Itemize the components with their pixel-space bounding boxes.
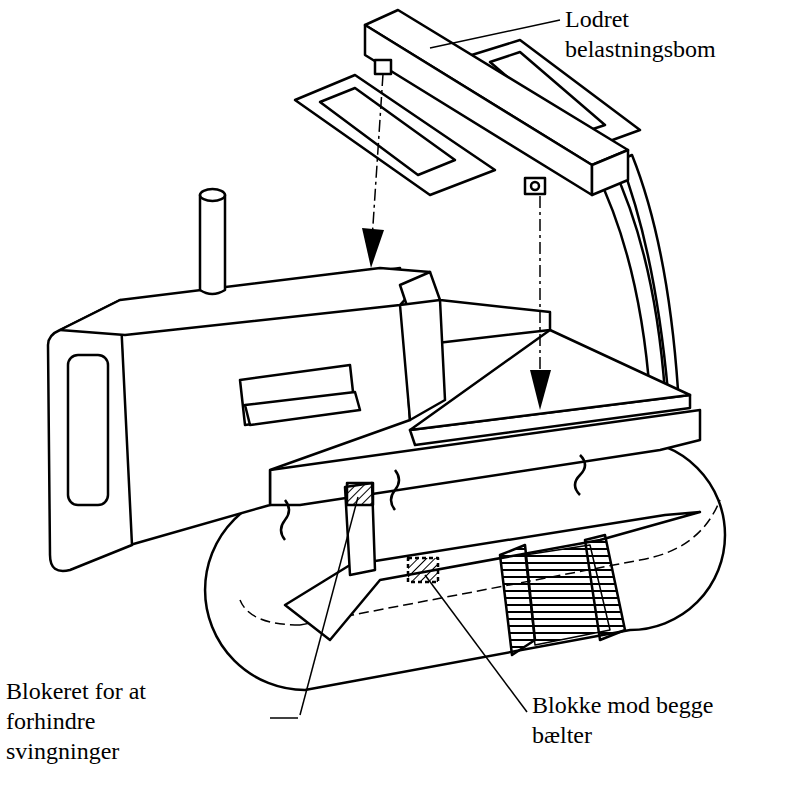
leader-line xyxy=(425,575,527,712)
exhaust-pipe xyxy=(200,195,225,294)
boom-hanger xyxy=(525,178,545,194)
callout-label: Blokke mod begge bælter xyxy=(530,690,754,750)
leader-line xyxy=(270,717,298,719)
exhaust-top xyxy=(200,189,225,201)
cab-column xyxy=(400,300,445,420)
load-line xyxy=(372,74,383,240)
load-arrowhead xyxy=(362,228,384,268)
load-boom-end xyxy=(592,150,628,195)
support-beam xyxy=(620,155,678,392)
load-boom-front xyxy=(365,25,592,195)
load-arrowhead xyxy=(530,370,551,410)
oscillation-block-hatch xyxy=(347,483,373,505)
break-line xyxy=(281,455,585,540)
leader-line xyxy=(430,20,560,48)
boom-pin xyxy=(531,182,539,190)
platform-top xyxy=(410,330,690,430)
engine-step-face xyxy=(245,392,360,425)
load-line xyxy=(539,196,541,385)
track-block xyxy=(408,558,438,582)
callout-label: Blokeret for at forhindre svingninger xyxy=(4,676,198,766)
engine-front xyxy=(48,300,132,571)
boom-hanger xyxy=(375,60,391,74)
radiator-grille xyxy=(68,355,108,505)
callout-label: Lodret belastningsbom xyxy=(563,4,752,64)
load-frame-hole xyxy=(320,88,455,175)
engine-top xyxy=(60,268,430,335)
leader-line xyxy=(300,497,358,715)
track-block-wedge xyxy=(525,545,610,645)
